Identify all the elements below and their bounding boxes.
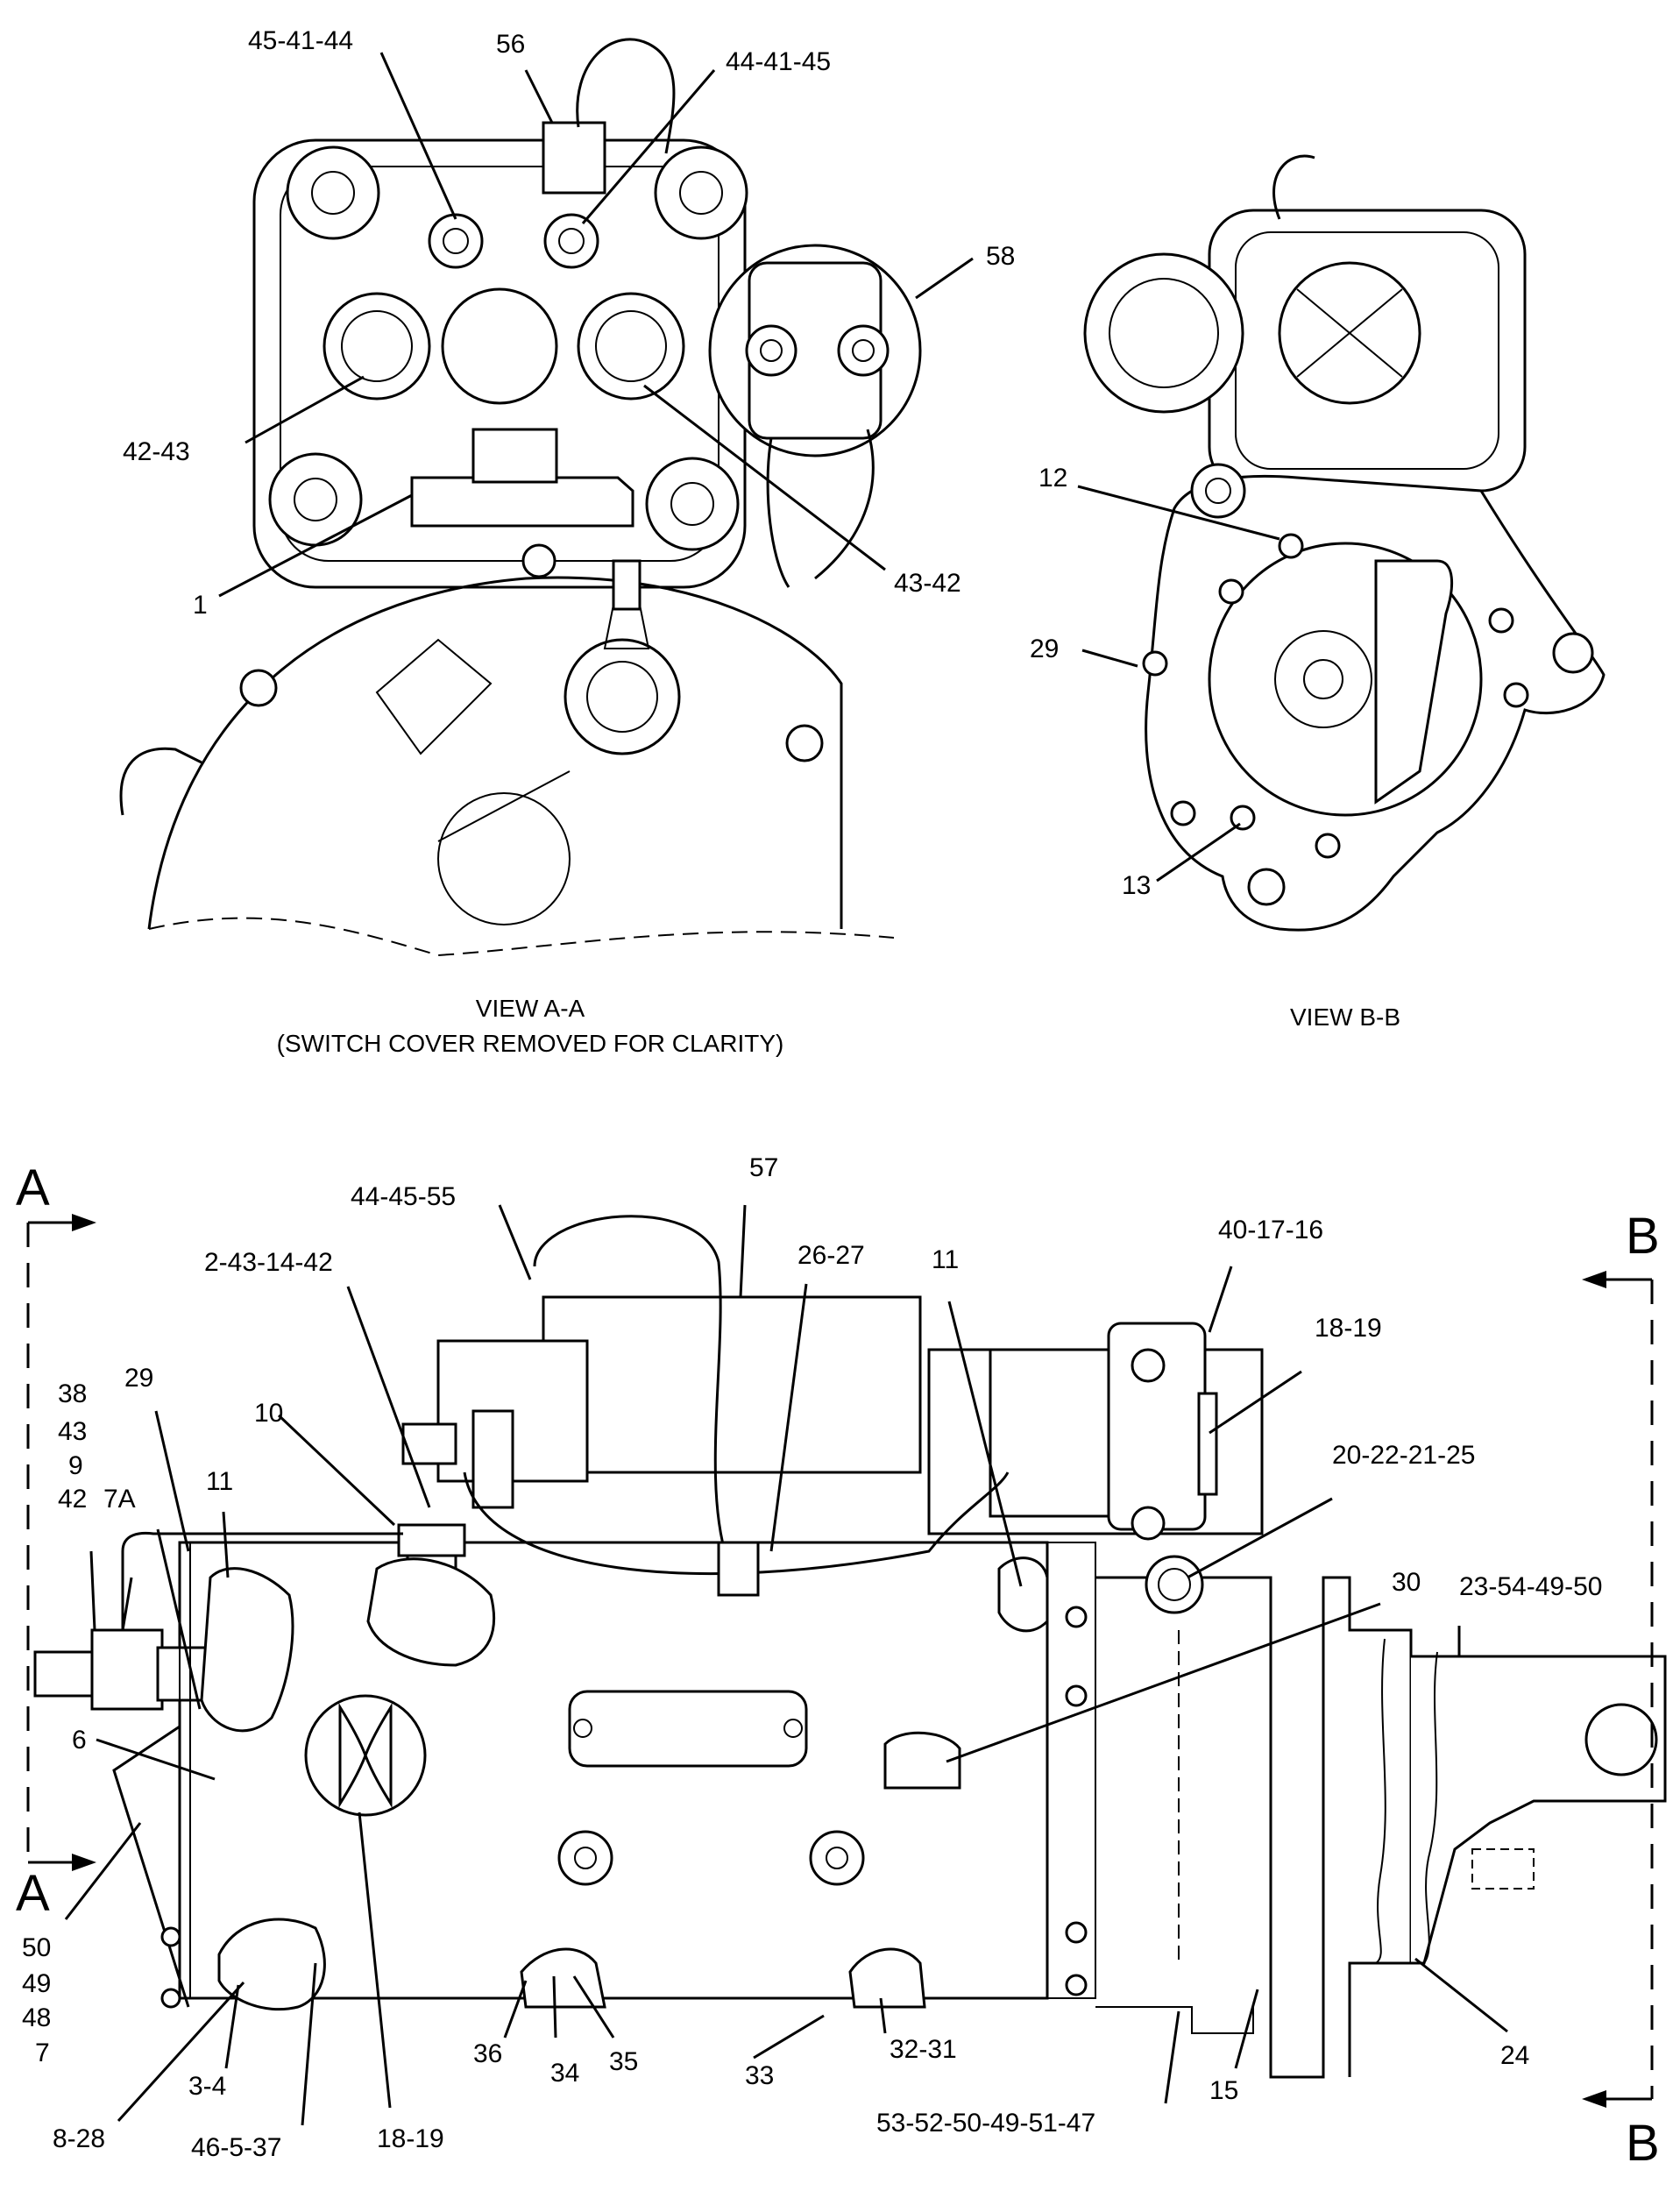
callout-8-28: 8-28 [53, 2124, 105, 2153]
callout-32-31: 32-31 [890, 2035, 957, 2064]
callout-46-5-37: 46-5-37 [191, 2133, 281, 2162]
callout-18-19-bottom: 18-19 [377, 2124, 444, 2153]
view-bb-title: VIEW B-B [1290, 1003, 1400, 1031]
callout-33: 33 [745, 2061, 774, 2090]
view-bb-drawing [1083, 154, 1606, 932]
section-marker-a-top: A [16, 1159, 50, 1216]
callout-43: 43 [58, 1417, 87, 1446]
callout-44-41-45: 44-41-45 [726, 47, 831, 76]
callout-49: 49 [22, 1969, 51, 1998]
callout-48: 48 [22, 2003, 51, 2032]
view-aa-note: (SWITCH COVER REMOVED FOR CLARITY) [277, 1030, 784, 1057]
callout-53-52-50-49-51-47: 53-52-50-49-51-47 [876, 2109, 1095, 2138]
callout-6: 6 [72, 1726, 87, 1755]
callout-57: 57 [749, 1153, 778, 1182]
callout-38: 38 [58, 1379, 87, 1408]
callout-10: 10 [254, 1399, 283, 1428]
section-line-b [1582, 1271, 1654, 2108]
callout-13: 13 [1122, 871, 1151, 900]
callout-20-22-21-25: 20-22-21-25 [1332, 1441, 1475, 1470]
callout-35: 35 [609, 2047, 638, 2076]
view-aa-title: VIEW A-A [476, 995, 585, 1022]
callout-45-41-44: 45-41-44 [248, 26, 353, 55]
callout-15: 15 [1209, 2076, 1238, 2105]
callout-2-43-14-42: 2-43-14-42 [204, 1248, 333, 1277]
callout-23-54-49-50: 23-54-49-50 [1459, 1572, 1602, 1601]
section-marker-b-top: B [1626, 1208, 1660, 1265]
callout-34: 34 [550, 2059, 579, 2088]
callout-50: 50 [22, 1933, 51, 1962]
callout-12: 12 [1038, 464, 1067, 493]
callout-44-45-55: 44-45-55 [351, 1182, 456, 1211]
callout-43-42: 43-42 [894, 569, 961, 598]
callout-7: 7 [35, 2039, 50, 2067]
callout-29-view-bb: 29 [1030, 635, 1059, 663]
callout-11-top: 11 [932, 1245, 959, 1274]
main-assembly-drawing [33, 1215, 1667, 2079]
leader-lines [64, 52, 1508, 2126]
callout-18-19-top: 18-19 [1315, 1314, 1382, 1343]
callout-58: 58 [986, 242, 1015, 271]
callout-36: 36 [473, 2039, 502, 2068]
callout-29-main: 29 [124, 1364, 153, 1393]
callout-1: 1 [193, 591, 208, 620]
section-marker-b-bottom: B [1626, 2115, 1660, 2172]
callout-9: 9 [68, 1451, 83, 1480]
section-marker-a-bottom: A [16, 1865, 50, 1922]
callout-7a: 7A [103, 1485, 136, 1514]
callout-42: 42 [58, 1485, 87, 1514]
section-line-a [26, 1214, 96, 1871]
callout-56: 56 [496, 30, 525, 59]
callout-3-4: 3-4 [188, 2072, 226, 2101]
callout-42-43: 42-43 [123, 437, 190, 466]
callout-11-left: 11 [206, 1467, 233, 1496]
callout-30: 30 [1392, 1568, 1421, 1597]
view-aa-drawing [119, 38, 922, 957]
callout-24: 24 [1500, 2041, 1529, 2070]
callout-26-27: 26-27 [797, 1241, 865, 1270]
callout-40-17-16: 40-17-16 [1218, 1216, 1323, 1244]
